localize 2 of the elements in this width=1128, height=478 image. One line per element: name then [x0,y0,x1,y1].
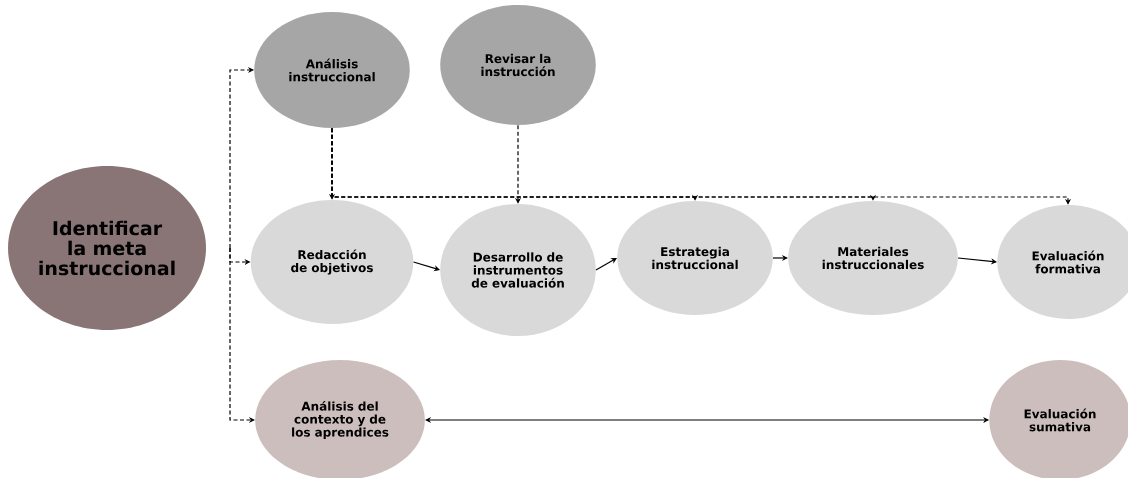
arrow [331,127,1072,205]
arrow [595,258,617,271]
